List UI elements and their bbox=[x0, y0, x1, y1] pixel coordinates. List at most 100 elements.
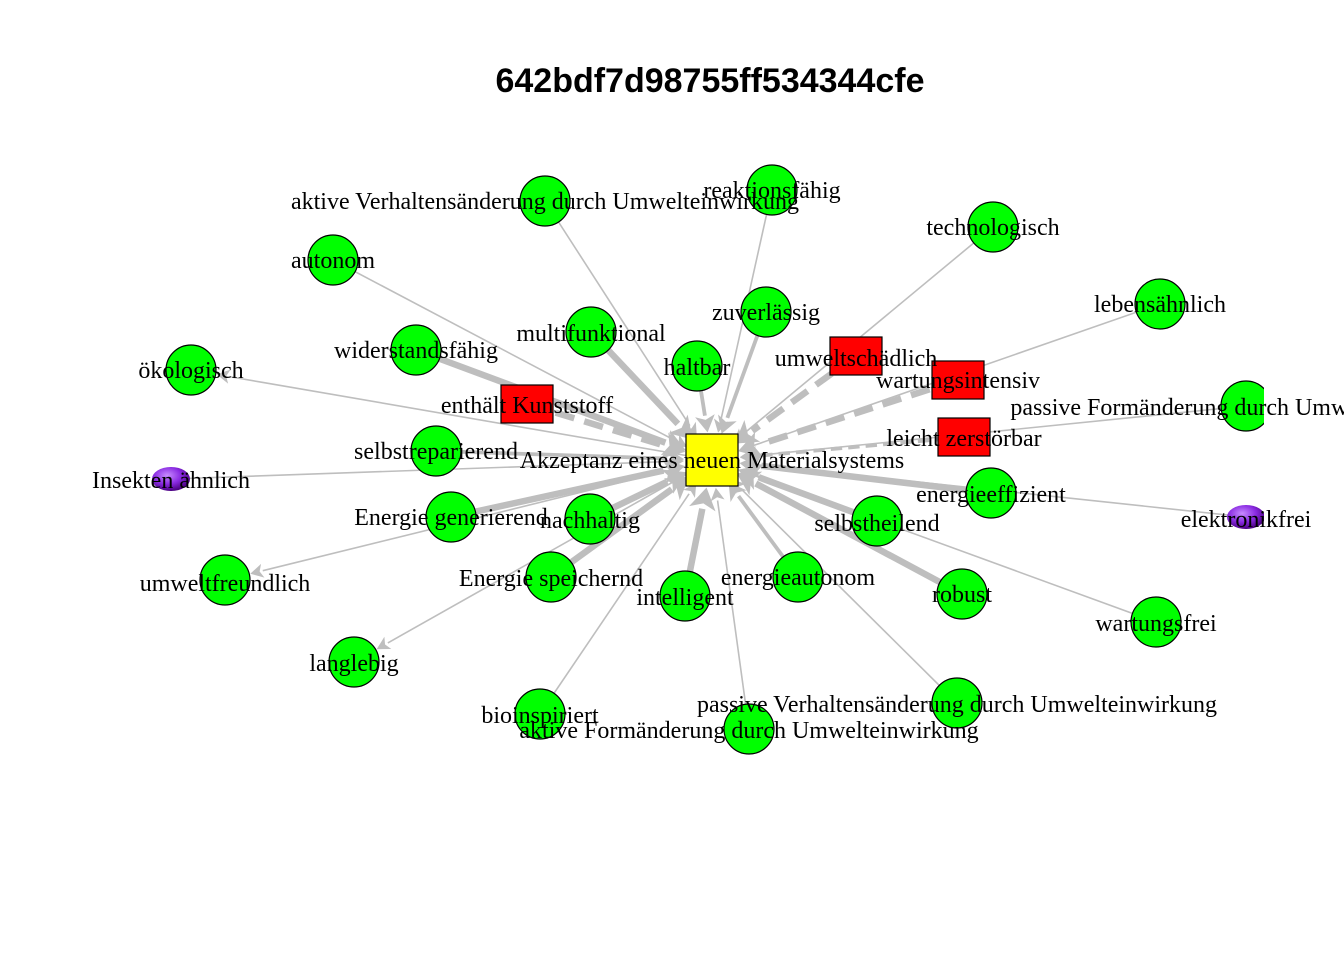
node-kunststoff bbox=[500, 384, 554, 424]
node-layer bbox=[152, 164, 1264, 755]
node-insekten bbox=[152, 467, 190, 491]
node-label-umweltschaedlich: umweltschädlich bbox=[775, 346, 938, 372]
edge bbox=[332, 259, 688, 448]
edge-arrowhead bbox=[738, 431, 764, 458]
node-label-bioinspiriert: bioinspiriert bbox=[481, 703, 599, 729]
node-label-kunststoff: enthält Kunststoff bbox=[441, 393, 613, 419]
node-label-center: Akzeptanz eines neuen Materialsystems bbox=[520, 448, 905, 474]
edge-line bbox=[760, 462, 992, 497]
edge bbox=[250, 459, 713, 578]
edge-line bbox=[262, 459, 713, 572]
node-label-leicht-zerstoerbar: leicht zerstörbar bbox=[886, 426, 1041, 452]
edge-arrowhead bbox=[376, 636, 392, 650]
edge bbox=[216, 369, 713, 461]
edge-arrowhead bbox=[710, 487, 725, 502]
node-oekologisch bbox=[165, 344, 217, 396]
edge-line bbox=[450, 467, 665, 521]
node-elektronikfrei bbox=[1227, 505, 1264, 529]
node-energieeffizient bbox=[965, 467, 1017, 519]
node-multifunktional bbox=[565, 306, 617, 358]
edge-arrowhead bbox=[683, 483, 697, 498]
edge-line bbox=[742, 226, 994, 435]
node-energieautonom bbox=[772, 551, 824, 603]
node-label-selbstreparierend: selbstreparierend bbox=[354, 439, 518, 465]
node-label-technologisch: technologisch bbox=[926, 215, 1059, 241]
edge-line bbox=[539, 493, 690, 715]
node-center bbox=[685, 433, 739, 487]
node-label-elektronikfrei: elektronikfrei bbox=[1181, 507, 1312, 533]
edge-line bbox=[526, 400, 666, 449]
node-intelligent bbox=[659, 570, 711, 622]
node-aktive-form bbox=[723, 703, 775, 755]
edge bbox=[738, 467, 1157, 623]
edge-arrowhead bbox=[738, 467, 753, 481]
edge-arrowhead bbox=[663, 476, 690, 501]
edge-line bbox=[435, 449, 668, 461]
node-wartungsintensiv bbox=[931, 360, 985, 400]
node-label-intelligent: intelligent bbox=[636, 585, 734, 611]
edge-arrowhead bbox=[660, 432, 686, 459]
node-umweltfreundlich bbox=[199, 554, 251, 606]
edge-arrowhead bbox=[250, 563, 265, 578]
graph-title: 642bdf7d98755ff534344cfe bbox=[495, 62, 924, 100]
node-autonom bbox=[307, 234, 359, 286]
node-label-energie-speichernd: Energie speichernd bbox=[459, 566, 643, 592]
node-label-nachhaltig: nachhaltig bbox=[540, 508, 640, 534]
node-label-passive-verhalten: passive Verhaltensänderung durch Umwelte… bbox=[697, 692, 1217, 718]
edge-line bbox=[740, 488, 958, 704]
node-label-zuverlaessig: zuverlässig bbox=[712, 300, 820, 326]
node-label-robust: robust bbox=[932, 582, 992, 608]
node-label-insekten: Insekten ähnlich bbox=[92, 468, 250, 494]
edge-arrowhead bbox=[689, 487, 716, 512]
edge-line bbox=[716, 500, 750, 730]
node-label-haltbar: haltbar bbox=[664, 355, 731, 381]
edge-arrowhead bbox=[695, 414, 715, 433]
edge bbox=[734, 353, 858, 444]
edge-line bbox=[229, 375, 713, 461]
node-passive-form bbox=[1220, 380, 1264, 432]
node-label-aktive-verhalten: aktive Verhaltensänderung durch Umweltei… bbox=[291, 189, 799, 215]
node-energie-generierend bbox=[425, 491, 477, 543]
node-robust bbox=[936, 568, 988, 620]
node-lebensaehnlich bbox=[1134, 278, 1186, 330]
node-label-oekologisch: ökologisch bbox=[138, 358, 243, 384]
edge-line bbox=[758, 376, 960, 448]
node-label-widerstandsfaehig: widerstandsfähig bbox=[334, 338, 498, 364]
node-bioinspiriert bbox=[514, 688, 566, 740]
edge bbox=[450, 457, 685, 521]
edge-arrowhead bbox=[736, 471, 763, 496]
edge-arrowhead bbox=[216, 369, 231, 384]
edge-line bbox=[332, 259, 677, 442]
node-langlebig bbox=[328, 636, 380, 688]
edge bbox=[526, 400, 686, 459]
node-technologisch bbox=[967, 201, 1019, 253]
node-label-wartungsfrei: wartungsfrei bbox=[1095, 611, 1217, 637]
node-aktive-verhalten bbox=[519, 175, 571, 227]
edge-arrowhead bbox=[660, 457, 685, 484]
node-label-lebensaehnlich: lebensähnlich bbox=[1094, 292, 1226, 318]
node-label-passive-form: passive Formänderung durch Umwelteinwirk… bbox=[1010, 395, 1344, 421]
edge bbox=[539, 483, 697, 715]
node-label-wartungsintensiv: wartungsintensiv bbox=[876, 368, 1040, 394]
node-label-energie-generierend: Energie generierend bbox=[354, 505, 547, 531]
edge-line bbox=[544, 200, 691, 427]
edge-arrowhead bbox=[728, 482, 747, 503]
node-umweltschaedlich bbox=[829, 336, 883, 376]
node-haltbar bbox=[671, 340, 723, 392]
label-layer: Akzeptanz eines neuen Materialsystemsrea… bbox=[92, 178, 1344, 744]
edge-layer bbox=[170, 189, 1247, 730]
node-leicht-zerstoerbar bbox=[937, 417, 991, 457]
node-selbstheilend bbox=[851, 495, 903, 547]
node-label-aktive-form: aktive Formänderung durch Umwelteinwirku… bbox=[519, 718, 978, 744]
node-label-energieautonom: energieautonom bbox=[721, 565, 876, 591]
edge bbox=[738, 376, 960, 458]
node-widerstandsfaehig bbox=[390, 324, 442, 376]
edge-arrowhead bbox=[672, 434, 688, 448]
node-label-multifunktional: multifunktional bbox=[516, 321, 666, 347]
node-label-energieeffizient: energieeffizient bbox=[916, 482, 1066, 508]
node-label-autonom: autonom bbox=[291, 248, 375, 274]
node-zuverlaessig bbox=[740, 286, 792, 338]
node-selbstreparierend bbox=[410, 425, 462, 477]
node-label-selbstheilend: selbstheilend bbox=[814, 511, 939, 537]
